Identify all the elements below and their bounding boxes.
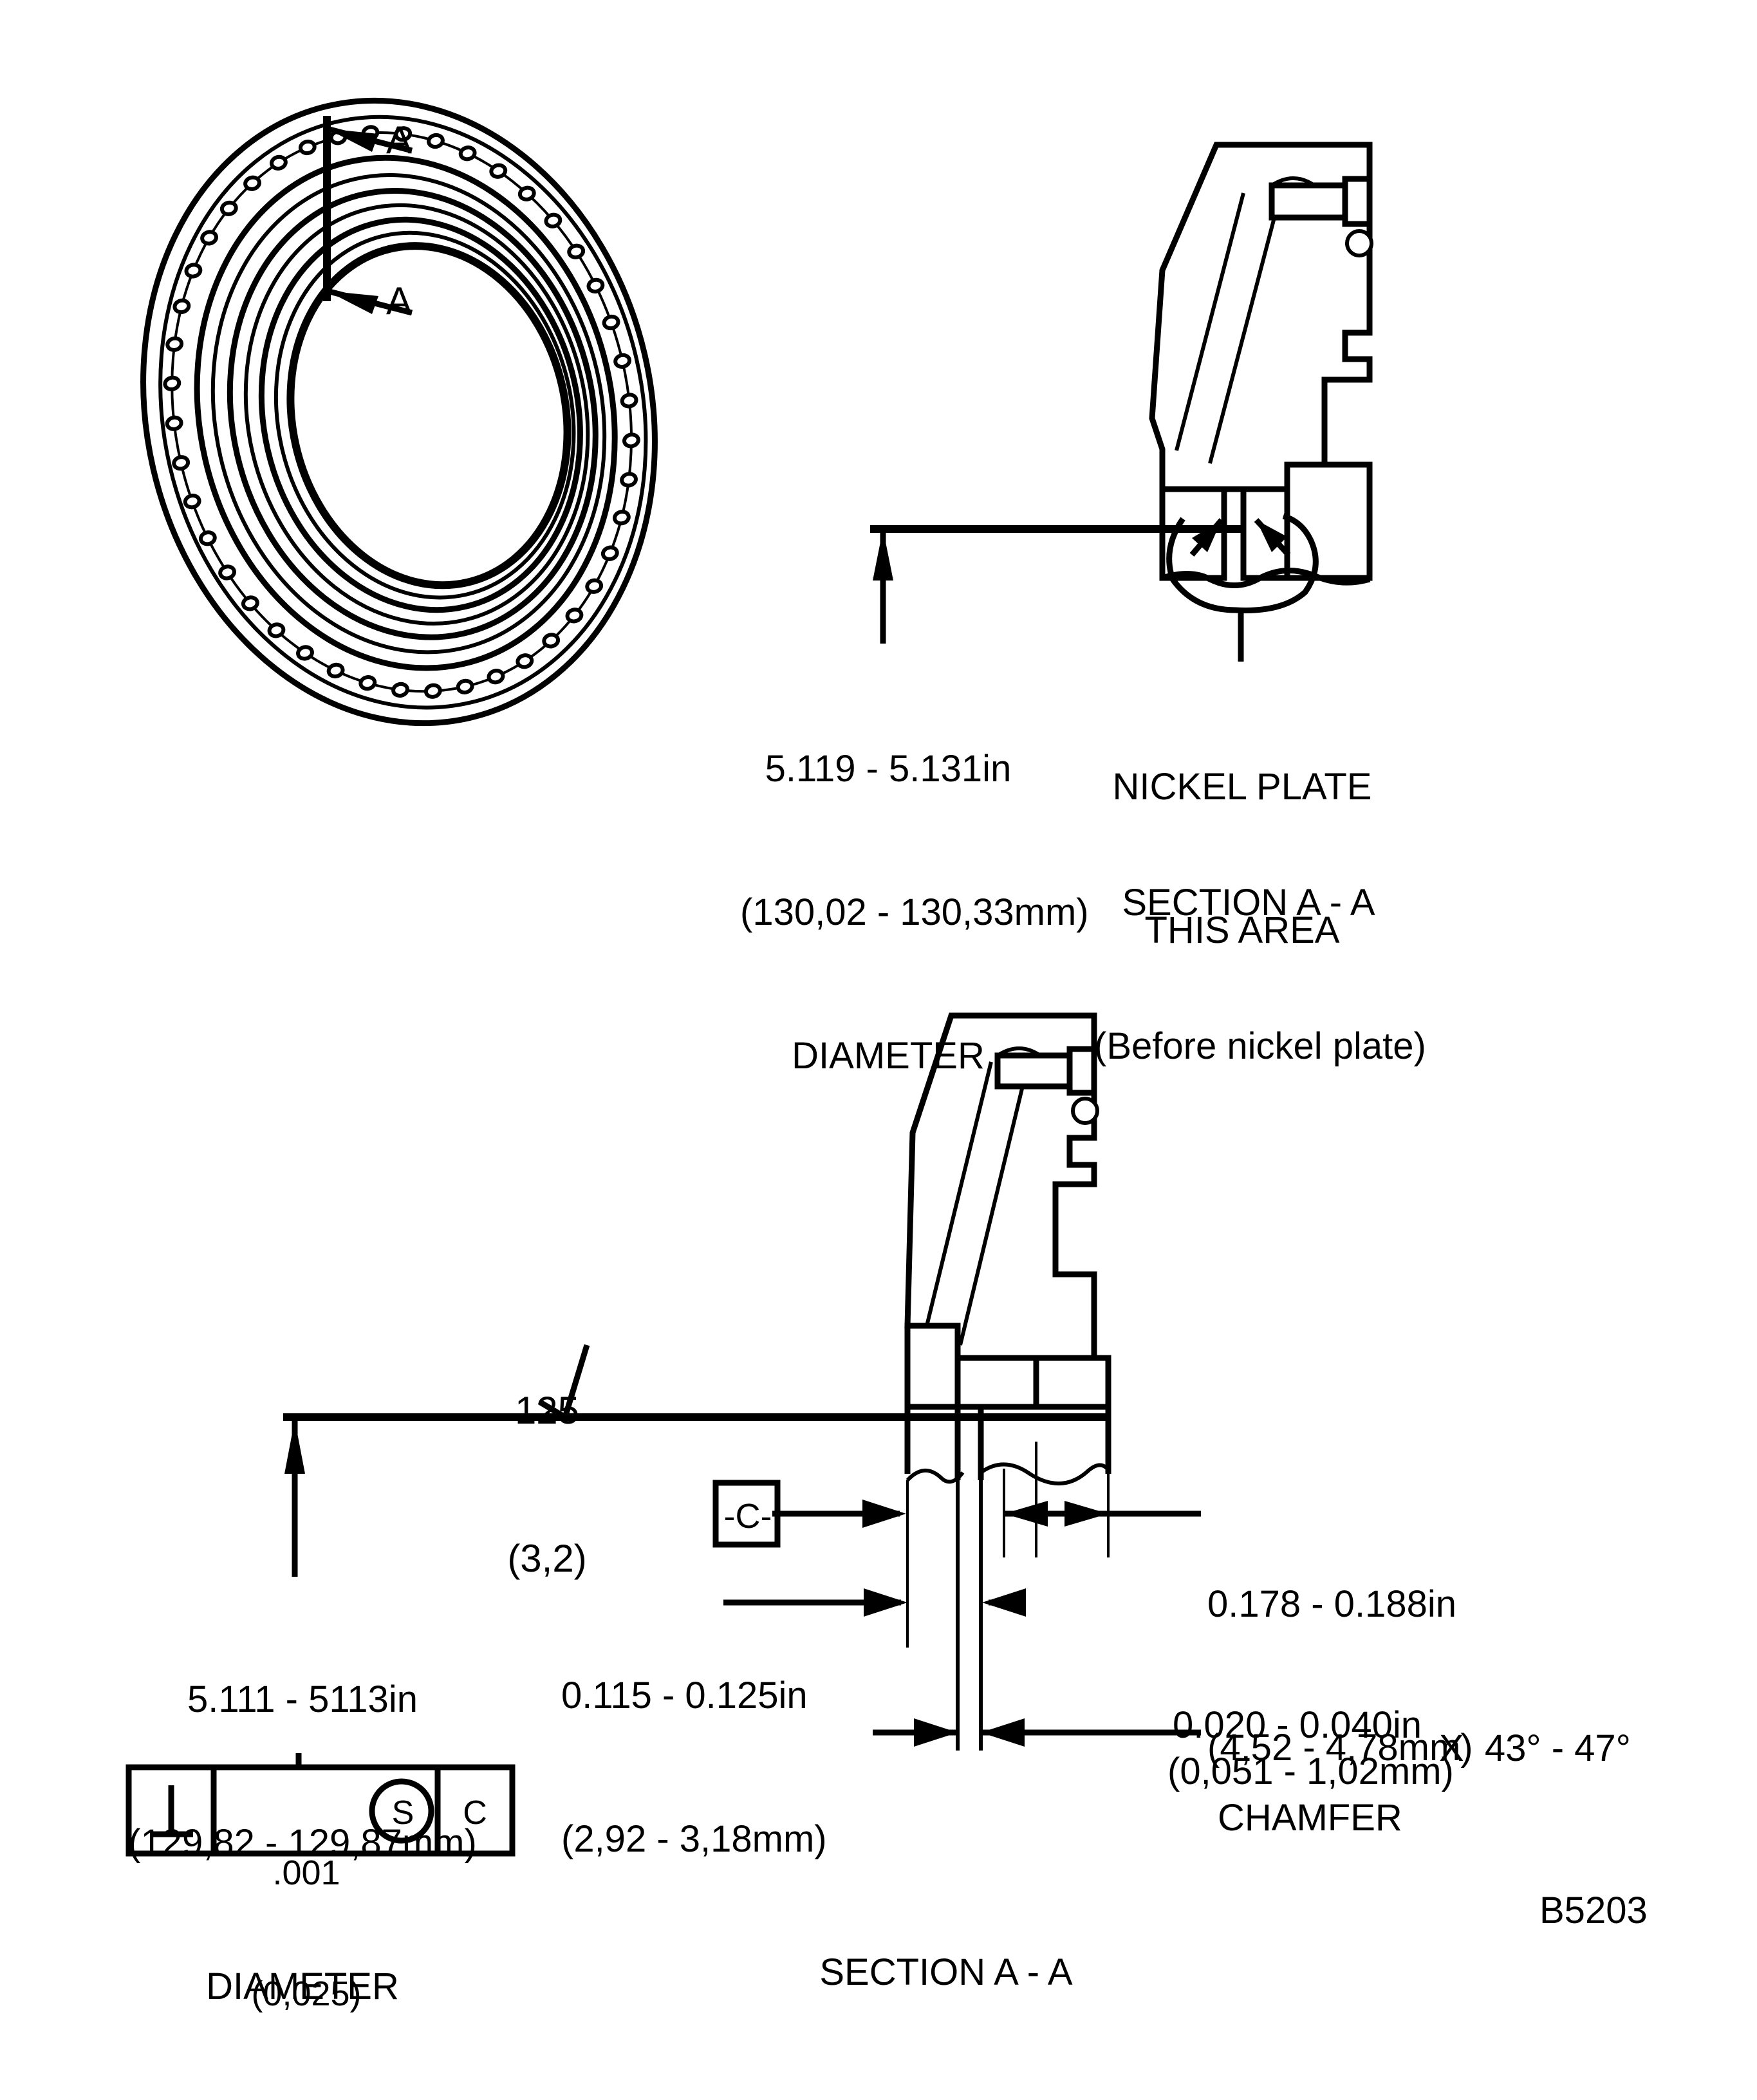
- bottom-section-land: [904, 1323, 1111, 1410]
- dim-flange-width-inch: 0.115 - 0.125in: [561, 1675, 808, 1717]
- datum-c-label: -C-: [723, 1497, 772, 1536]
- bottom-diameter-term: DIAMETER: [206, 1965, 399, 2007]
- break-lines: [906, 1462, 1110, 1486]
- top-diameter-term: DIAMETER: [792, 1034, 985, 1077]
- surface-finish-inch: 125: [514, 1388, 580, 1432]
- bottom-section-title-block: SECTION A - A (After nickel plate): [759, 1854, 1133, 2100]
- drawing-number: B5203: [1539, 1890, 1648, 1931]
- section-arrow-label-lower: A: [386, 279, 413, 322]
- dim-flange-width-leader: [723, 1532, 1026, 1648]
- dim-chamfer-angle: X 43° - 47°: [1439, 1727, 1631, 1769]
- top-section-title: SECTION A - A: [1122, 882, 1375, 924]
- perpendicularity-icon: [151, 1785, 193, 1837]
- bottom-section-subtitle: (After nickel plate): [759, 2092, 1133, 2100]
- section-arrow-label-upper: A: [386, 118, 413, 162]
- surface-finish-callout: 125 (3,2): [476, 1287, 618, 1682]
- bolt-holes: [163, 125, 640, 699]
- bottom-diameter-leader: [284, 1420, 305, 1577]
- material-modifier-circle: [369, 1778, 434, 1844]
- fcf-tolerance-metric: (0,025): [251, 1975, 362, 2014]
- fcf-material-modifier: S: [391, 1794, 414, 1832]
- nickel-plate-note-line2: THIS AREA: [1144, 909, 1340, 952]
- fcf-datum: C: [463, 1794, 487, 1832]
- dim-flange-width-callout: 0.115 - 0.125in (2,92 - 3,18mm): [561, 1577, 827, 1959]
- section-arrow-upper: [326, 125, 413, 154]
- dowel-pin-detail: [1269, 176, 1373, 257]
- feature-control-frame: .001 (0,025) S C: [126, 1753, 519, 2013]
- bottom-dowel-pin-detail: [994, 1046, 1099, 1125]
- nickel-plate-note-line1: NICKEL PLATE: [1112, 766, 1372, 808]
- dim-land-width-inch: 0.178 - 0.188in: [1207, 1583, 1456, 1626]
- dim-chamfer-term: CHAMFER: [1218, 1797, 1402, 1839]
- bottom-diameter-inch: 5.111 - 5113in: [187, 1678, 418, 1721]
- top-diameter-inch: 5.119 - 5.131in: [765, 748, 1012, 790]
- section-arrow-lower: [326, 288, 413, 316]
- dim-land-width-metric: (4,52 - 4,78mm): [1207, 1727, 1473, 1769]
- dim-land-width-callout: 0.178 - 0.188in (4,52 - 4,78mm): [1207, 1485, 1473, 1868]
- dim-land-width-leader: [1003, 1469, 1201, 1557]
- dim-flange-width-metric: (2,92 - 3,18mm): [561, 1818, 827, 1861]
- nickel-plate-note: NICKEL PLATE THIS AREA: [1094, 668, 1390, 1050]
- top-diameter-leader: [870, 525, 1241, 644]
- bottom-section-title: SECTION A - A: [819, 1951, 1073, 1994]
- dim-chamfer-metric: (0,051 - 1,02mm): [1167, 1751, 1454, 1792]
- bottom-section-body: [904, 1012, 1097, 1410]
- dim-chamfer-inch: 0.020 - 0.040in: [1173, 1704, 1422, 1746]
- surface-finish-metric: (3,2): [507, 1536, 587, 1580]
- fcf-tolerance-inch: .001: [272, 1854, 340, 1893]
- dim-chamfer-leader: [873, 1718, 1201, 1747]
- surface-finish-symbol: [283, 1344, 1108, 1422]
- nickel-plate-region: [1161, 513, 1371, 613]
- datum-c-leader: [772, 1500, 906, 1528]
- fcf-tolerance: .001 (0,025): [229, 1772, 384, 2095]
